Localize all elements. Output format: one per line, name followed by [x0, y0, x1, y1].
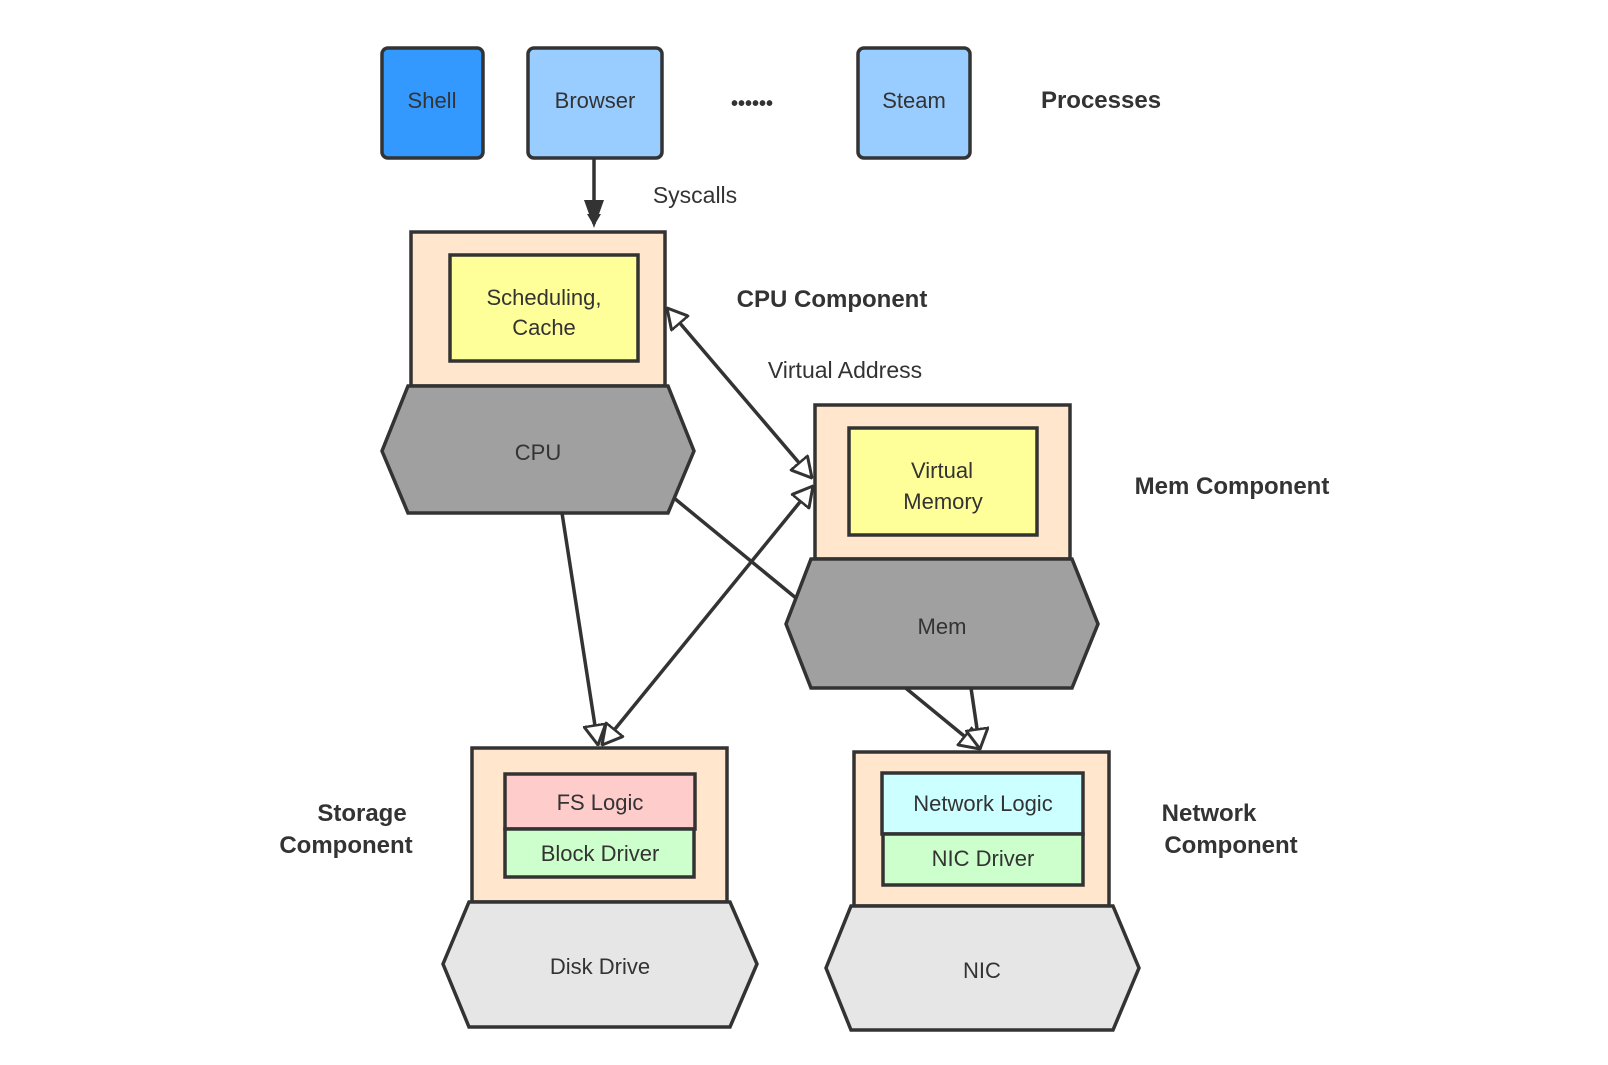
- mem-component[interactable]: Virtual Memory Mem: [784, 403, 1100, 690]
- network-component-title-line1: Network: [1162, 800, 1257, 827]
- process-ellipsis: ••••••: [731, 93, 773, 115]
- mem-logic-box: [847, 426, 1039, 537]
- cpu-component[interactable]: Scheduling, Cache CPU: [380, 230, 696, 515]
- cpu-to-storage-arrow: [560, 512, 598, 745]
- disk-drive-label: Disk Drive: [550, 954, 650, 979]
- nic-driver-box: [881, 832, 1085, 887]
- mem-logic-line1: Virtual: [911, 458, 973, 483]
- network-logic-box: [880, 771, 1085, 836]
- nic-label: NIC: [963, 958, 1001, 983]
- syscalls-arrow-head: [584, 200, 604, 228]
- block-driver-label: Block Driver: [541, 841, 660, 866]
- virtual-address-arrow: [667, 308, 812, 478]
- nic-driver-label: NIC Driver: [932, 846, 1035, 871]
- processes-row: Shell Browser •••••• Steam Processes: [380, 46, 1161, 160]
- syscalls-label: Syscalls: [653, 182, 737, 208]
- cpu-logic-line1: Scheduling,: [487, 285, 602, 310]
- disk-drive-shape: [441, 900, 759, 1029]
- cpu-hardware-label: CPU: [515, 440, 561, 465]
- process-steam[interactable]: Steam: [856, 46, 972, 160]
- network-logic-label: Network Logic: [913, 791, 1052, 816]
- storage-component-title-line2: Component: [279, 832, 412, 859]
- processes-label: Processes: [1041, 87, 1161, 114]
- process-browser-label: Browser: [555, 88, 636, 113]
- cpu-logic-box: [448, 253, 640, 363]
- process-browser[interactable]: Browser: [526, 46, 664, 160]
- mem-logic-line2: Memory: [903, 489, 982, 514]
- storage-component[interactable]: FS Logic Block Driver Disk Drive: [441, 746, 759, 1029]
- cpu-logic-line2: Cache: [512, 315, 576, 340]
- virtual-address-label: Virtual Address: [768, 357, 922, 383]
- cpu-hardware-shape: [380, 384, 696, 515]
- mem-hardware-label: Mem: [918, 614, 967, 639]
- mem-storage-arrow: [602, 486, 813, 745]
- mem-component-title: Mem Component: [1135, 473, 1330, 500]
- block-driver-box: [503, 827, 696, 879]
- process-shell-label: Shell: [408, 88, 457, 113]
- network-component-title-line2: Component: [1164, 832, 1297, 859]
- process-shell[interactable]: Shell: [380, 46, 485, 160]
- mem-hardware-shape: [784, 557, 1100, 690]
- network-component[interactable]: Network Logic NIC Driver NIC: [824, 750, 1141, 1032]
- fs-logic-box: [503, 772, 697, 831]
- mem-to-nic-arrow: [971, 687, 980, 749]
- process-steam-label: Steam: [882, 88, 946, 113]
- fs-logic-label: FS Logic: [557, 790, 644, 815]
- cpu-component-title: CPU Component: [737, 286, 928, 313]
- nic-shape: [824, 904, 1141, 1032]
- storage-component-title-line1: Storage: [317, 800, 406, 827]
